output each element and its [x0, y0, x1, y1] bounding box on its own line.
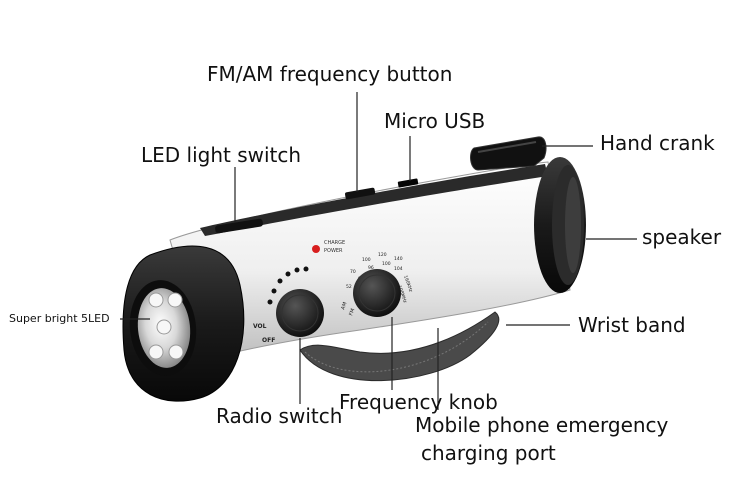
hand-crank: [470, 136, 547, 171]
svg-text:70: 70: [350, 269, 356, 275]
vol-marking: VOL: [253, 323, 267, 330]
fm-marking: FM: [348, 308, 356, 317]
label-super-bright-5led: Super bright 5LED: [9, 312, 110, 325]
svg-text:100: 100: [362, 257, 371, 263]
leader-lines: [120, 92, 637, 410]
frequency-knob: [353, 269, 401, 317]
wrist-band: [299, 311, 500, 382]
label-led-light-switch: LED light switch: [141, 143, 302, 167]
svg-text:120: 120: [378, 252, 387, 258]
svg-text:52: 52: [346, 284, 352, 290]
off-marking: OFF: [262, 337, 275, 344]
label-wrist-band: Wrist band: [578, 313, 686, 337]
svg-text:100: 100: [382, 261, 391, 267]
am-marking: AM: [340, 301, 348, 310]
fm-am-button-slot: [345, 187, 376, 200]
charge-indicator-led: [312, 245, 320, 253]
label-radio-switch: Radio switch: [216, 404, 343, 428]
radio-switch-knob: [276, 289, 324, 337]
label-hand-crank: Hand crank: [600, 131, 715, 155]
label-fm-am-frequency-button: FM/AM frequency button: [207, 62, 453, 86]
label-charging-port: charging port: [421, 441, 556, 465]
svg-text:140: 140: [394, 256, 403, 262]
svg-text:160KHz: 160KHz: [402, 275, 414, 294]
am-scale: 52 70 100 120 140 160KHz: [346, 252, 414, 294]
volume-dots: [267, 266, 309, 305]
charge-marking: CHARGE: [324, 240, 345, 246]
top-control-strip: [200, 164, 548, 236]
led-switch-slot: [215, 218, 263, 234]
label-frequency-knob: Frequency knob: [339, 390, 498, 414]
label-speaker: speaker: [642, 225, 722, 249]
micro-usb-port: [397, 178, 419, 188]
svg-text:96: 96: [368, 265, 374, 271]
label-micro-usb: Micro USB: [384, 109, 486, 133]
power-marking: POWER: [324, 248, 343, 254]
label-mobile-phone-emergency: Mobile phone emergency: [415, 413, 669, 437]
svg-text:104: 104: [394, 266, 403, 272]
led-array: [148, 292, 184, 360]
